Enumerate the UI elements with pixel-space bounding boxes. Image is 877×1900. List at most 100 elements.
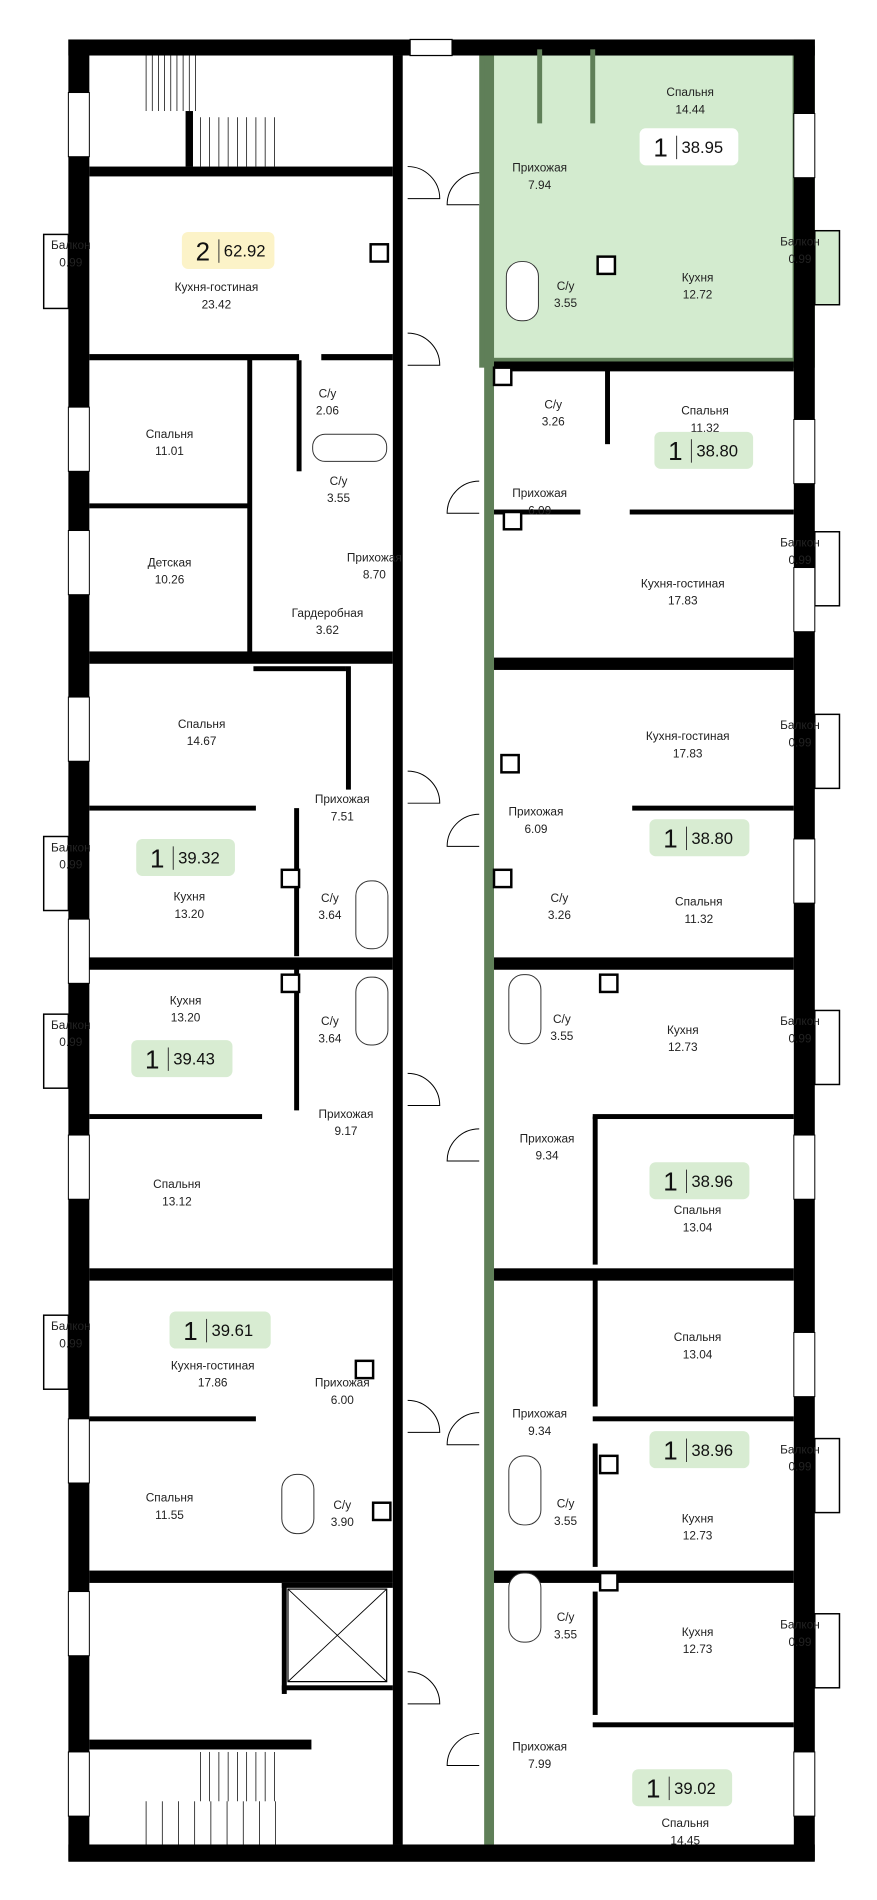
apartment-2[interactable]: Спальня14.67Прихожая7.51Балкон0.99Кухня1… (51, 717, 370, 922)
bathtub-icon (508, 974, 542, 1045)
room-name: С/у (544, 397, 562, 411)
room-name: Кухня (682, 270, 714, 284)
rooms-count: 1 (668, 438, 682, 466)
ventilation-shaft-icon (598, 973, 619, 994)
door[interactable] (446, 1128, 480, 1162)
window (67, 1751, 90, 1817)
total-area: 38.96 (691, 1172, 733, 1191)
room-area: 0.99 (59, 858, 82, 872)
room-name: Спальня (178, 717, 226, 731)
window (67, 92, 90, 158)
room-area: 9.34 (536, 1149, 559, 1163)
bathtub-icon (355, 976, 389, 1046)
apartment-1[interactable]: Балкон0.99Кухня-гостиная23.42С/у2.06С/у3… (51, 231, 402, 637)
rooms-count: 1 (183, 1318, 197, 1346)
room-area: 12.73 (683, 1642, 713, 1656)
door[interactable] (446, 172, 480, 206)
wall (537, 49, 543, 124)
door[interactable] (446, 480, 480, 514)
total-area: 39.43 (173, 1050, 215, 1069)
badge-background (632, 1769, 733, 1807)
wall (89, 957, 393, 970)
balcony (814, 1613, 841, 1689)
rooms-count: 1 (663, 1169, 677, 1197)
door[interactable] (446, 813, 480, 847)
ventilation-shaft-icon (354, 1359, 375, 1380)
room-name: Кухня (682, 1511, 714, 1525)
door[interactable] (407, 1072, 441, 1106)
room-area: 2.06 (316, 404, 339, 418)
wall (592, 1591, 598, 1715)
door[interactable] (407, 166, 441, 200)
badge-background (131, 1040, 233, 1078)
wall (89, 354, 300, 361)
room-area: 23.42 (202, 297, 232, 311)
room: С/у3.26 (548, 891, 571, 922)
room-name: Спальня (146, 427, 194, 441)
bathtub-icon (281, 1473, 315, 1535)
room-name: Гардеробная (292, 606, 364, 620)
room-name: Спальня (153, 1177, 201, 1191)
balcony (42, 1314, 70, 1390)
door[interactable] (407, 770, 441, 804)
door[interactable] (407, 332, 441, 366)
wall (605, 370, 610, 445)
room-name: Прихожая (315, 792, 370, 806)
apartment-6[interactable]: С/у3.26Спальня11.32Прихожая6.09Балкон0.9… (512, 397, 820, 607)
wall (345, 666, 351, 790)
room-area: 12.73 (668, 1040, 698, 1054)
wall (68, 1844, 815, 1862)
wall (89, 1114, 263, 1120)
ventilation-shaft-icon (369, 243, 390, 263)
door[interactable] (407, 1399, 441, 1433)
apartment-9[interactable]: Спальня13.04Прихожая9.34Балкон0.99С/у3.5… (512, 1330, 820, 1543)
ventilation-shaft-icon (280, 868, 301, 889)
room-name: Кухня-гостиная (641, 576, 725, 590)
door[interactable] (446, 1412, 480, 1446)
apartment-5[interactable]: Спальня14.44Прихожая7.94Кухня12.72С/у3.5… (512, 85, 820, 310)
badge-background (169, 1311, 271, 1349)
room-area: 13.20 (174, 907, 204, 921)
door[interactable] (446, 1732, 480, 1767)
room-name: Прихожая (512, 1740, 567, 1754)
total-area: 38.95 (682, 138, 724, 157)
apartment-7[interactable]: Кухня-гостиная17.83Балкон0.99Прихожая6.0… (509, 718, 820, 926)
wall (629, 509, 794, 515)
rooms-count: 1 (646, 1776, 660, 1804)
room-area: 7.51 (331, 809, 354, 823)
door[interactable] (407, 1671, 441, 1705)
room-name: С/у (557, 1497, 575, 1511)
ventilation-shaft-icon (371, 1501, 392, 1522)
room-name: Балкон (51, 238, 91, 252)
apartment-3[interactable]: Кухня13.20Балкон0.99С/у3.64Прихожая9.17С… (51, 993, 373, 1208)
room-name: Спальня (666, 85, 714, 99)
room-name: Балкон (780, 235, 820, 249)
room-area: 11.55 (155, 1508, 184, 1522)
window (793, 567, 816, 633)
wall (281, 1685, 393, 1691)
